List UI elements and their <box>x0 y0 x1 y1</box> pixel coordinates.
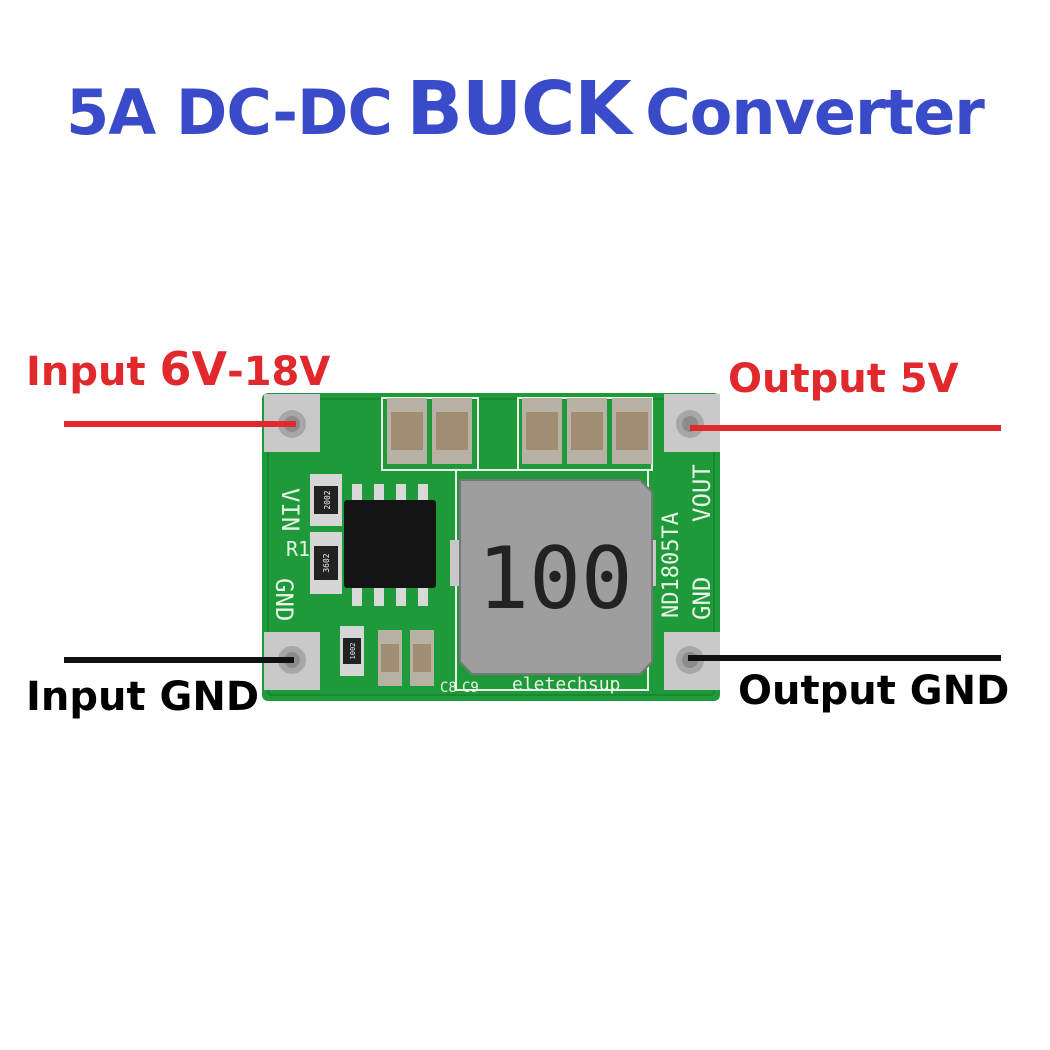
input-wire <box>64 421 296 427</box>
capacitor-bottom-2 <box>410 630 434 686</box>
resistor-top: 2002 <box>310 474 342 526</box>
inductor: 100 <box>450 479 656 675</box>
svg-text:2002: 2002 <box>323 490 332 509</box>
inductor-marking: 100 <box>477 529 632 629</box>
output-wire <box>690 425 1001 431</box>
pad-top-right <box>664 394 720 452</box>
silk-c8: C8 <box>440 680 457 696</box>
output-gnd-wire <box>688 655 1001 661</box>
resistor-mid: 3602 <box>310 532 342 594</box>
input-gnd-wire <box>64 657 294 663</box>
silk-gnd-left: GND <box>270 578 298 621</box>
svg-text:3602: 3602 <box>322 553 331 572</box>
input-gnd-label: Input GND <box>26 674 260 720</box>
title-part1: 5A DC-DC <box>66 76 393 149</box>
silk-gnd-right: GND <box>688 577 716 620</box>
silk-brand: eletechsup <box>512 674 620 695</box>
silk-vin: VIN <box>276 488 304 531</box>
silk-c9: C9 <box>462 680 479 696</box>
capacitor-top-1 <box>387 398 427 464</box>
pad-bottom-right <box>664 632 720 690</box>
input-voltage-label: Input 6V-18V <box>26 342 331 396</box>
silk-r1: R1 <box>286 537 310 561</box>
svg-text:1002: 1002 <box>349 643 357 660</box>
page-title: 5A DC-DC BUCK Converter <box>0 66 1050 152</box>
title-part3: Converter <box>645 76 985 149</box>
silk-model: ND1805TA <box>659 512 684 618</box>
ic-chip <box>344 484 436 606</box>
capacitor-bottom-1 <box>378 630 402 686</box>
capacitor-top-4 <box>567 398 607 464</box>
output-gnd-label: Output GND <box>738 668 1010 714</box>
resistor-bot: 1002 <box>340 626 364 676</box>
title-part2: BUCK <box>406 66 632 152</box>
capacitor-top-3 <box>522 398 562 464</box>
silk-vout: VOUT <box>688 464 716 522</box>
output-voltage-label: Output 5V <box>728 356 959 402</box>
capacitor-top-5 <box>612 398 652 464</box>
capacitor-top-2 <box>432 398 472 464</box>
